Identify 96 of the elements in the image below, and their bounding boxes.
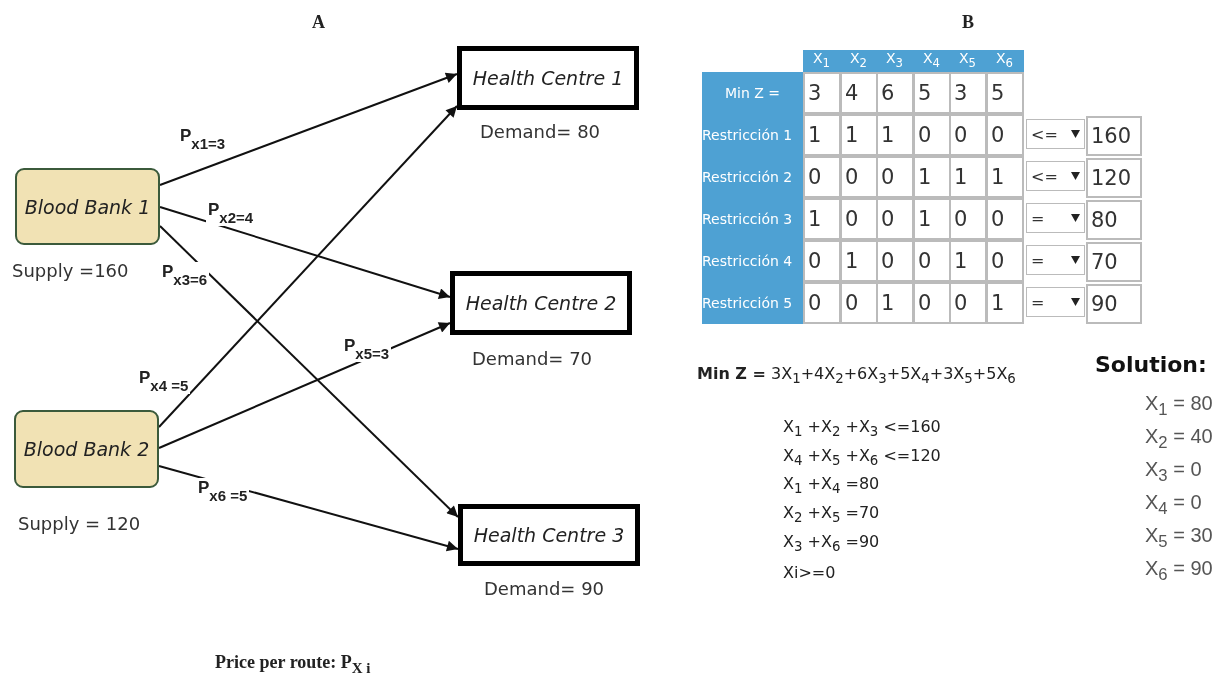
edge-label: P$_{x4 =5}$ bbox=[137, 368, 191, 394]
health-centre-box: Health Centre 2 bbox=[450, 271, 632, 335]
table-cell: 5 bbox=[913, 72, 951, 114]
demand-label: Demand= 70 bbox=[472, 348, 593, 369]
health-centre-box: Health Centre 1 bbox=[457, 46, 639, 110]
column-header: X$_{5}$ bbox=[958, 50, 977, 72]
table-cell: 5 bbox=[986, 72, 1024, 114]
solution-value: X$_{4}$ = 0 bbox=[1145, 491, 1202, 519]
dropdown: <= bbox=[1026, 119, 1085, 149]
table-cell: 160 bbox=[1086, 116, 1142, 156]
table-cell: 1 bbox=[949, 240, 987, 282]
table-cell: 0 bbox=[986, 114, 1024, 156]
panel-letter: A bbox=[312, 12, 325, 33]
panel-letter: B bbox=[962, 12, 974, 33]
table-cell: 1 bbox=[876, 114, 914, 156]
table-cell: 6 bbox=[876, 72, 914, 114]
table-cell: 0 bbox=[949, 114, 987, 156]
supply-label: Supply = 120 bbox=[18, 513, 141, 534]
table-cell: 0 bbox=[949, 282, 987, 324]
arrow bbox=[159, 206, 451, 299]
solution-value: X$_{6}$ = 90 bbox=[1145, 557, 1213, 585]
table-cell: 1 bbox=[913, 198, 951, 240]
table-cell: 1 bbox=[840, 114, 878, 156]
blood-bank-box: Blood Bank 1 bbox=[15, 168, 160, 245]
row-header: Restricción 2 bbox=[702, 156, 803, 198]
row-header: Restricción 1 bbox=[702, 114, 803, 156]
table-cell: 0 bbox=[986, 198, 1024, 240]
table-cell: 4 bbox=[840, 72, 878, 114]
table-cell: 0 bbox=[803, 282, 841, 324]
table-cell: 0 bbox=[840, 282, 878, 324]
constraint-equation: X$_{2}$ +X$_{5}$ =70 bbox=[783, 503, 880, 526]
table-cell: 120 bbox=[1086, 158, 1142, 198]
edge-label: P$_{x2=4}$ bbox=[206, 200, 256, 226]
solution-heading: Solution: bbox=[1095, 352, 1207, 377]
supply-label: Supply =160 bbox=[12, 260, 129, 281]
blood-bank-box: Blood Bank 2 bbox=[14, 410, 159, 488]
constraint-equation: Xi>=0 bbox=[783, 563, 836, 582]
table-cell: 80 bbox=[1086, 200, 1142, 240]
table-cell: 1 bbox=[803, 114, 841, 156]
table-cell: 0 bbox=[913, 114, 951, 156]
solution-value: X$_{2}$ = 40 bbox=[1145, 425, 1213, 453]
objective-function: Min Z = 3X$_{1}$+4X$_{2}$+6X$_{3}$+5X$_{4}$+3X$_{5}$+5X$_{6}$ bbox=[697, 364, 1016, 387]
table-cell: 0 bbox=[840, 156, 878, 198]
solution-value: X$_{1}$ = 80 bbox=[1145, 392, 1213, 420]
dropdown: = bbox=[1026, 203, 1085, 233]
table-cell: 0 bbox=[840, 198, 878, 240]
health-centre-box: Health Centre 3 bbox=[458, 504, 640, 566]
row-header: Min Z = bbox=[702, 72, 803, 114]
solution-value: X$_{3}$ = 0 bbox=[1145, 458, 1202, 486]
table-cell: 90 bbox=[1086, 284, 1142, 324]
table-cell: 1 bbox=[876, 282, 914, 324]
table-cell: 3 bbox=[803, 72, 841, 114]
arrow bbox=[158, 322, 451, 449]
table-cell: 0 bbox=[876, 240, 914, 282]
table-cell: 0 bbox=[876, 198, 914, 240]
column-header: X$_{6}$ bbox=[995, 50, 1014, 72]
dropdown: <= bbox=[1026, 161, 1085, 191]
table-cell: 1 bbox=[986, 282, 1024, 324]
demand-label: Demand= 80 bbox=[480, 121, 601, 142]
column-header: X$_{3}$ bbox=[885, 50, 904, 72]
demand-label: Demand= 90 bbox=[484, 578, 605, 599]
constraint-equation: X$_{1}$ +X$_{4}$ =80 bbox=[783, 474, 880, 497]
dropdown: = bbox=[1026, 287, 1085, 317]
table-cell: 0 bbox=[986, 240, 1024, 282]
row-header: Restricción 4 bbox=[702, 240, 803, 282]
table-cell: 0 bbox=[913, 282, 951, 324]
edge-label: P$_{x3=6}$ bbox=[160, 262, 210, 288]
edge-label: P$_{x5=3}$ bbox=[342, 336, 392, 362]
arrow bbox=[159, 225, 459, 518]
constraint-equation: X$_{4}$ +X$_{5}$ +X$_{6}$ <=120 bbox=[783, 446, 941, 469]
edge-label: P$_{x6 =5}$ bbox=[196, 478, 250, 504]
table-cell: 0 bbox=[949, 198, 987, 240]
table-cell: 0 bbox=[803, 156, 841, 198]
row-header: Restricción 5 bbox=[702, 282, 803, 324]
table-cell: 1 bbox=[803, 198, 841, 240]
table-cell: 70 bbox=[1086, 242, 1142, 282]
column-header: X$_{2}$ bbox=[849, 50, 868, 72]
table-cell: 0 bbox=[913, 240, 951, 282]
solution-value: X$_{5}$ = 30 bbox=[1145, 524, 1213, 552]
edge-label: P$_{x1=3}$ bbox=[178, 126, 228, 152]
column-header: X$_{1}$ bbox=[812, 50, 831, 72]
dropdown: = bbox=[1026, 245, 1085, 275]
constraint-equation: X$_{1}$ +X$_{2}$ +X$_{3}$ <=160 bbox=[783, 417, 941, 440]
table-cell: 3 bbox=[949, 72, 987, 114]
caption: Price per route: P$_{X i}$ bbox=[215, 652, 371, 677]
table-cell: 0 bbox=[803, 240, 841, 282]
table-cell: 0 bbox=[876, 156, 914, 198]
column-header: X$_{4}$ bbox=[922, 50, 941, 72]
table-cell: 1 bbox=[986, 156, 1024, 198]
table-cell: 1 bbox=[949, 156, 987, 198]
arrow bbox=[159, 72, 458, 186]
row-header: Restricción 3 bbox=[702, 198, 803, 240]
table-cell: 1 bbox=[840, 240, 878, 282]
arrow bbox=[158, 105, 458, 428]
table-cell: 1 bbox=[913, 156, 951, 198]
constraint-equation: X$_{3}$ +X$_{6}$ =90 bbox=[783, 532, 880, 555]
